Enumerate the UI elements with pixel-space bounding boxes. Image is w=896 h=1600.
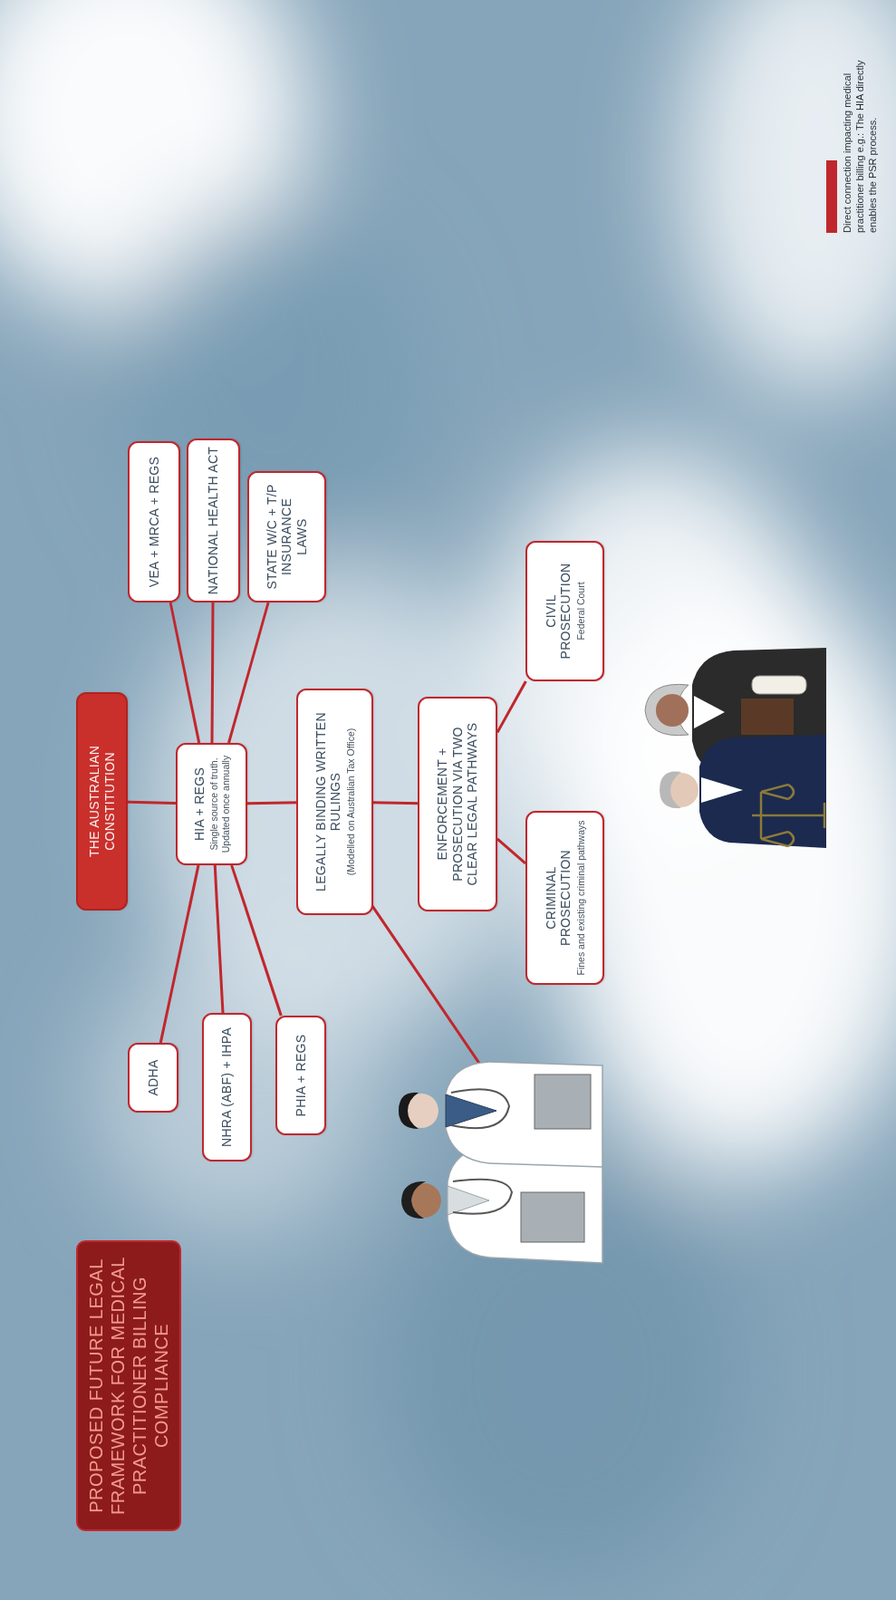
clipboard — [534, 1074, 591, 1129]
connector-line — [247, 800, 297, 805]
connector-line — [127, 801, 176, 803]
box-heading: STATE W/C + T/P INSURANCE LAWS — [264, 478, 310, 596]
legend-item: Direct connection impacting medical prac… — [826, 38, 879, 233]
cloud-shadow — [380, 1165, 743, 1582]
connector-line — [497, 681, 526, 733]
scales-pan — [788, 784, 794, 800]
process-box: VEA + MRCA + REGS — [127, 441, 181, 603]
box-heading: LEGALLY BINDING WRITTEN RULINGS — [313, 695, 344, 908]
connector-line — [231, 865, 282, 1016]
leader-line — [372, 905, 498, 1090]
box-note: (Modelled on Australian Tax Office) — [345, 728, 357, 876]
process-box: CIVIL PROSECUTIONFederal Court — [525, 540, 605, 682]
box-heading: CIVIL PROSECUTION — [543, 548, 574, 675]
box-heading: HIA + REGS — [192, 767, 208, 841]
scales-chain — [761, 784, 789, 792]
doctor-collar — [447, 1185, 490, 1215]
process-box: NATIONAL HEALTH ACT — [186, 438, 241, 603]
scales-beam — [760, 791, 763, 839]
scales-stand — [751, 814, 825, 818]
box-heading: NATIONAL HEALTH ACT — [205, 446, 222, 595]
judges-illustration — [645, 647, 827, 848]
scales-of-justice — [751, 784, 825, 847]
judge-shirt — [701, 777, 743, 803]
connector-line — [170, 602, 200, 743]
judge-collar — [693, 695, 725, 729]
connector-line — [214, 865, 223, 1013]
process-box: HIA + REGSSingle source of truth. Update… — [175, 742, 248, 866]
box-heading: CRIMINAL PROSECUTION — [543, 818, 574, 978]
box-note: Federal Court — [575, 581, 588, 640]
stethoscope — [452, 1179, 512, 1214]
connector-line — [497, 838, 526, 864]
root-box: THE AUSTRALIAN CONSTITUTION — [76, 692, 128, 911]
scales-chain — [761, 838, 789, 847]
doctor-tie — [445, 1094, 497, 1128]
scroll — [751, 675, 807, 694]
connector-line — [373, 800, 418, 805]
cloud — [90, 947, 381, 1238]
doctor-hair — [401, 1181, 426, 1219]
connector-line — [160, 865, 199, 1043]
title-box: PROPOSED FUTURE LEGAL FRAMEWORK FOR MEDI… — [76, 1240, 182, 1532]
box-heading: THE AUSTRALIAN CONSTITUTION — [86, 699, 117, 904]
box-heading: ENFORCEMENT + PROSECUTION VIA TWO CLEAR … — [434, 703, 481, 905]
box-heading: ADHA — [145, 1059, 162, 1096]
diagram-title: PROPOSED FUTURE LEGAL FRAMEWORK FOR MEDI… — [85, 1254, 173, 1517]
process-box: ADHA — [127, 1042, 179, 1113]
connector-line — [210, 602, 214, 743]
law-book — [741, 698, 794, 735]
scales-pan — [788, 831, 794, 847]
box-heading: PHIA + REGS — [293, 1034, 309, 1118]
judge-head — [655, 693, 689, 727]
process-box: LEGALLY BINDING WRITTEN RULINGS(Modelled… — [296, 688, 374, 916]
legend: Direct connection impacting medical prac… — [826, 38, 879, 233]
box-note: Fines and existing criminal pathways — [575, 820, 588, 976]
legend-swatch — [826, 160, 838, 233]
cloud — [679, 0, 896, 396]
box-heading: VEA + MRCA + REGS — [146, 456, 163, 588]
box-heading: NHRA (ABF) + IHPA — [219, 1027, 235, 1147]
connector-line — [228, 602, 269, 743]
doctor-coat — [445, 1061, 603, 1167]
scales-chain — [761, 831, 789, 839]
process-box: NHRA (ABF) + IHPA — [202, 1012, 252, 1162]
judge-suit — [699, 734, 827, 848]
doctor-hair — [398, 1092, 419, 1129]
scales-chain — [761, 791, 789, 800]
scales-base — [823, 802, 827, 829]
box-note: Single source of truth. Updated once ann… — [208, 750, 232, 858]
doctors-illustration — [398, 1061, 603, 1263]
process-box: STATE W/C + T/P INSURANCE LAWS — [247, 471, 327, 603]
stethoscope — [451, 1088, 510, 1128]
legend-text: Direct connection impacting medical prac… — [841, 38, 879, 233]
judge-hair — [659, 770, 682, 809]
clipboard — [520, 1192, 585, 1243]
judge-wig — [645, 684, 689, 735]
process-box: ENFORCEMENT + PROSECUTION VIA TWO CLEAR … — [417, 696, 498, 912]
process-box: PHIA + REGS — [275, 1015, 327, 1136]
process-box: CRIMINAL PROSECUTIONFines and existing c… — [525, 810, 605, 985]
